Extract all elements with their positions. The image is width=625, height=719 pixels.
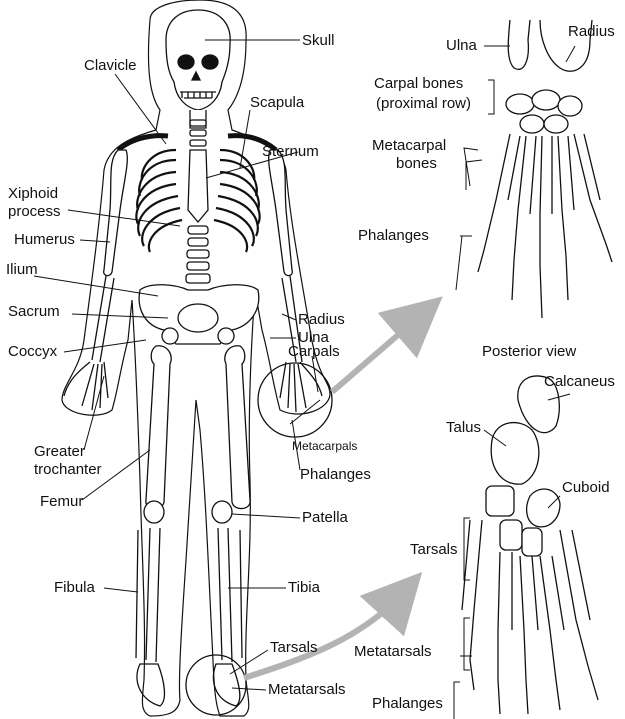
label-patella: Patella (302, 510, 348, 526)
sternum (188, 150, 208, 222)
label-xiphoid-1: Xiphoid (8, 186, 58, 202)
label-clavicle: Clavicle (84, 58, 137, 74)
hand-view-caption: Posterior view (482, 344, 576, 360)
hand-label-metacarpal-1: Metacarpal (372, 138, 446, 154)
label-tibia: Tibia (288, 580, 320, 596)
hand-detail (478, 20, 612, 318)
label-tarsals: Tarsals (270, 640, 318, 656)
foot-label-phalanges: Phalanges (372, 696, 443, 712)
label-sacrum: Sacrum (8, 304, 60, 320)
hand-fingers (478, 134, 612, 318)
label-phalanges: Phalanges (300, 467, 371, 483)
label-radius: Radius (298, 312, 345, 328)
foot-label-metatarsals: Metatarsals (354, 644, 432, 660)
label-metacarpals: Metacarpals (292, 438, 357, 454)
hand-label-phalanges: Phalanges (358, 228, 429, 244)
label-fibula: Fibula (54, 580, 95, 596)
label-greater-1: Greater (34, 444, 85, 460)
hand-label-carpal-2: (proximal row) (376, 96, 471, 112)
label-xiphoid-2: process (8, 204, 61, 220)
foot-label-cuboid: Cuboid (562, 480, 610, 496)
hand-zoom-arrow (332, 316, 420, 392)
hand-carpals (506, 90, 582, 133)
foot-label-talus: Talus (446, 420, 481, 436)
foot-talus (491, 423, 539, 485)
hand-label-metacarpal-2: bones (396, 156, 437, 172)
label-humerus: Humerus (14, 232, 75, 248)
femur (146, 346, 171, 509)
humerus (104, 150, 128, 276)
label-skull: Skull (302, 33, 335, 49)
label-carpals: Carpals (288, 344, 340, 360)
label-metatarsals: Metatarsals (268, 682, 346, 698)
foot-detail (462, 376, 598, 714)
hand-label-carpal-1: Carpal bones (374, 76, 463, 92)
skull (166, 10, 230, 110)
label-greater-2: trochanter (34, 462, 102, 478)
label-scapula: Scapula (250, 95, 304, 111)
left-foot (137, 664, 165, 706)
leader-lines (34, 40, 575, 719)
foot-zoom-arrow (244, 594, 402, 678)
foot-label-tarsals: Tarsals (410, 542, 458, 558)
hand-label-radius: Radius (568, 24, 615, 40)
label-coccyx: Coccyx (8, 344, 57, 360)
foot-cuboid (527, 489, 560, 527)
hand-label-ulna: Ulna (446, 38, 477, 54)
hand-ulna (508, 20, 530, 69)
label-sternum: Sternum (262, 144, 319, 160)
label-ilium: Ilium (6, 262, 38, 278)
foot-label-calcaneus: Calcaneus (544, 374, 615, 390)
label-femur: Femur (40, 494, 83, 510)
